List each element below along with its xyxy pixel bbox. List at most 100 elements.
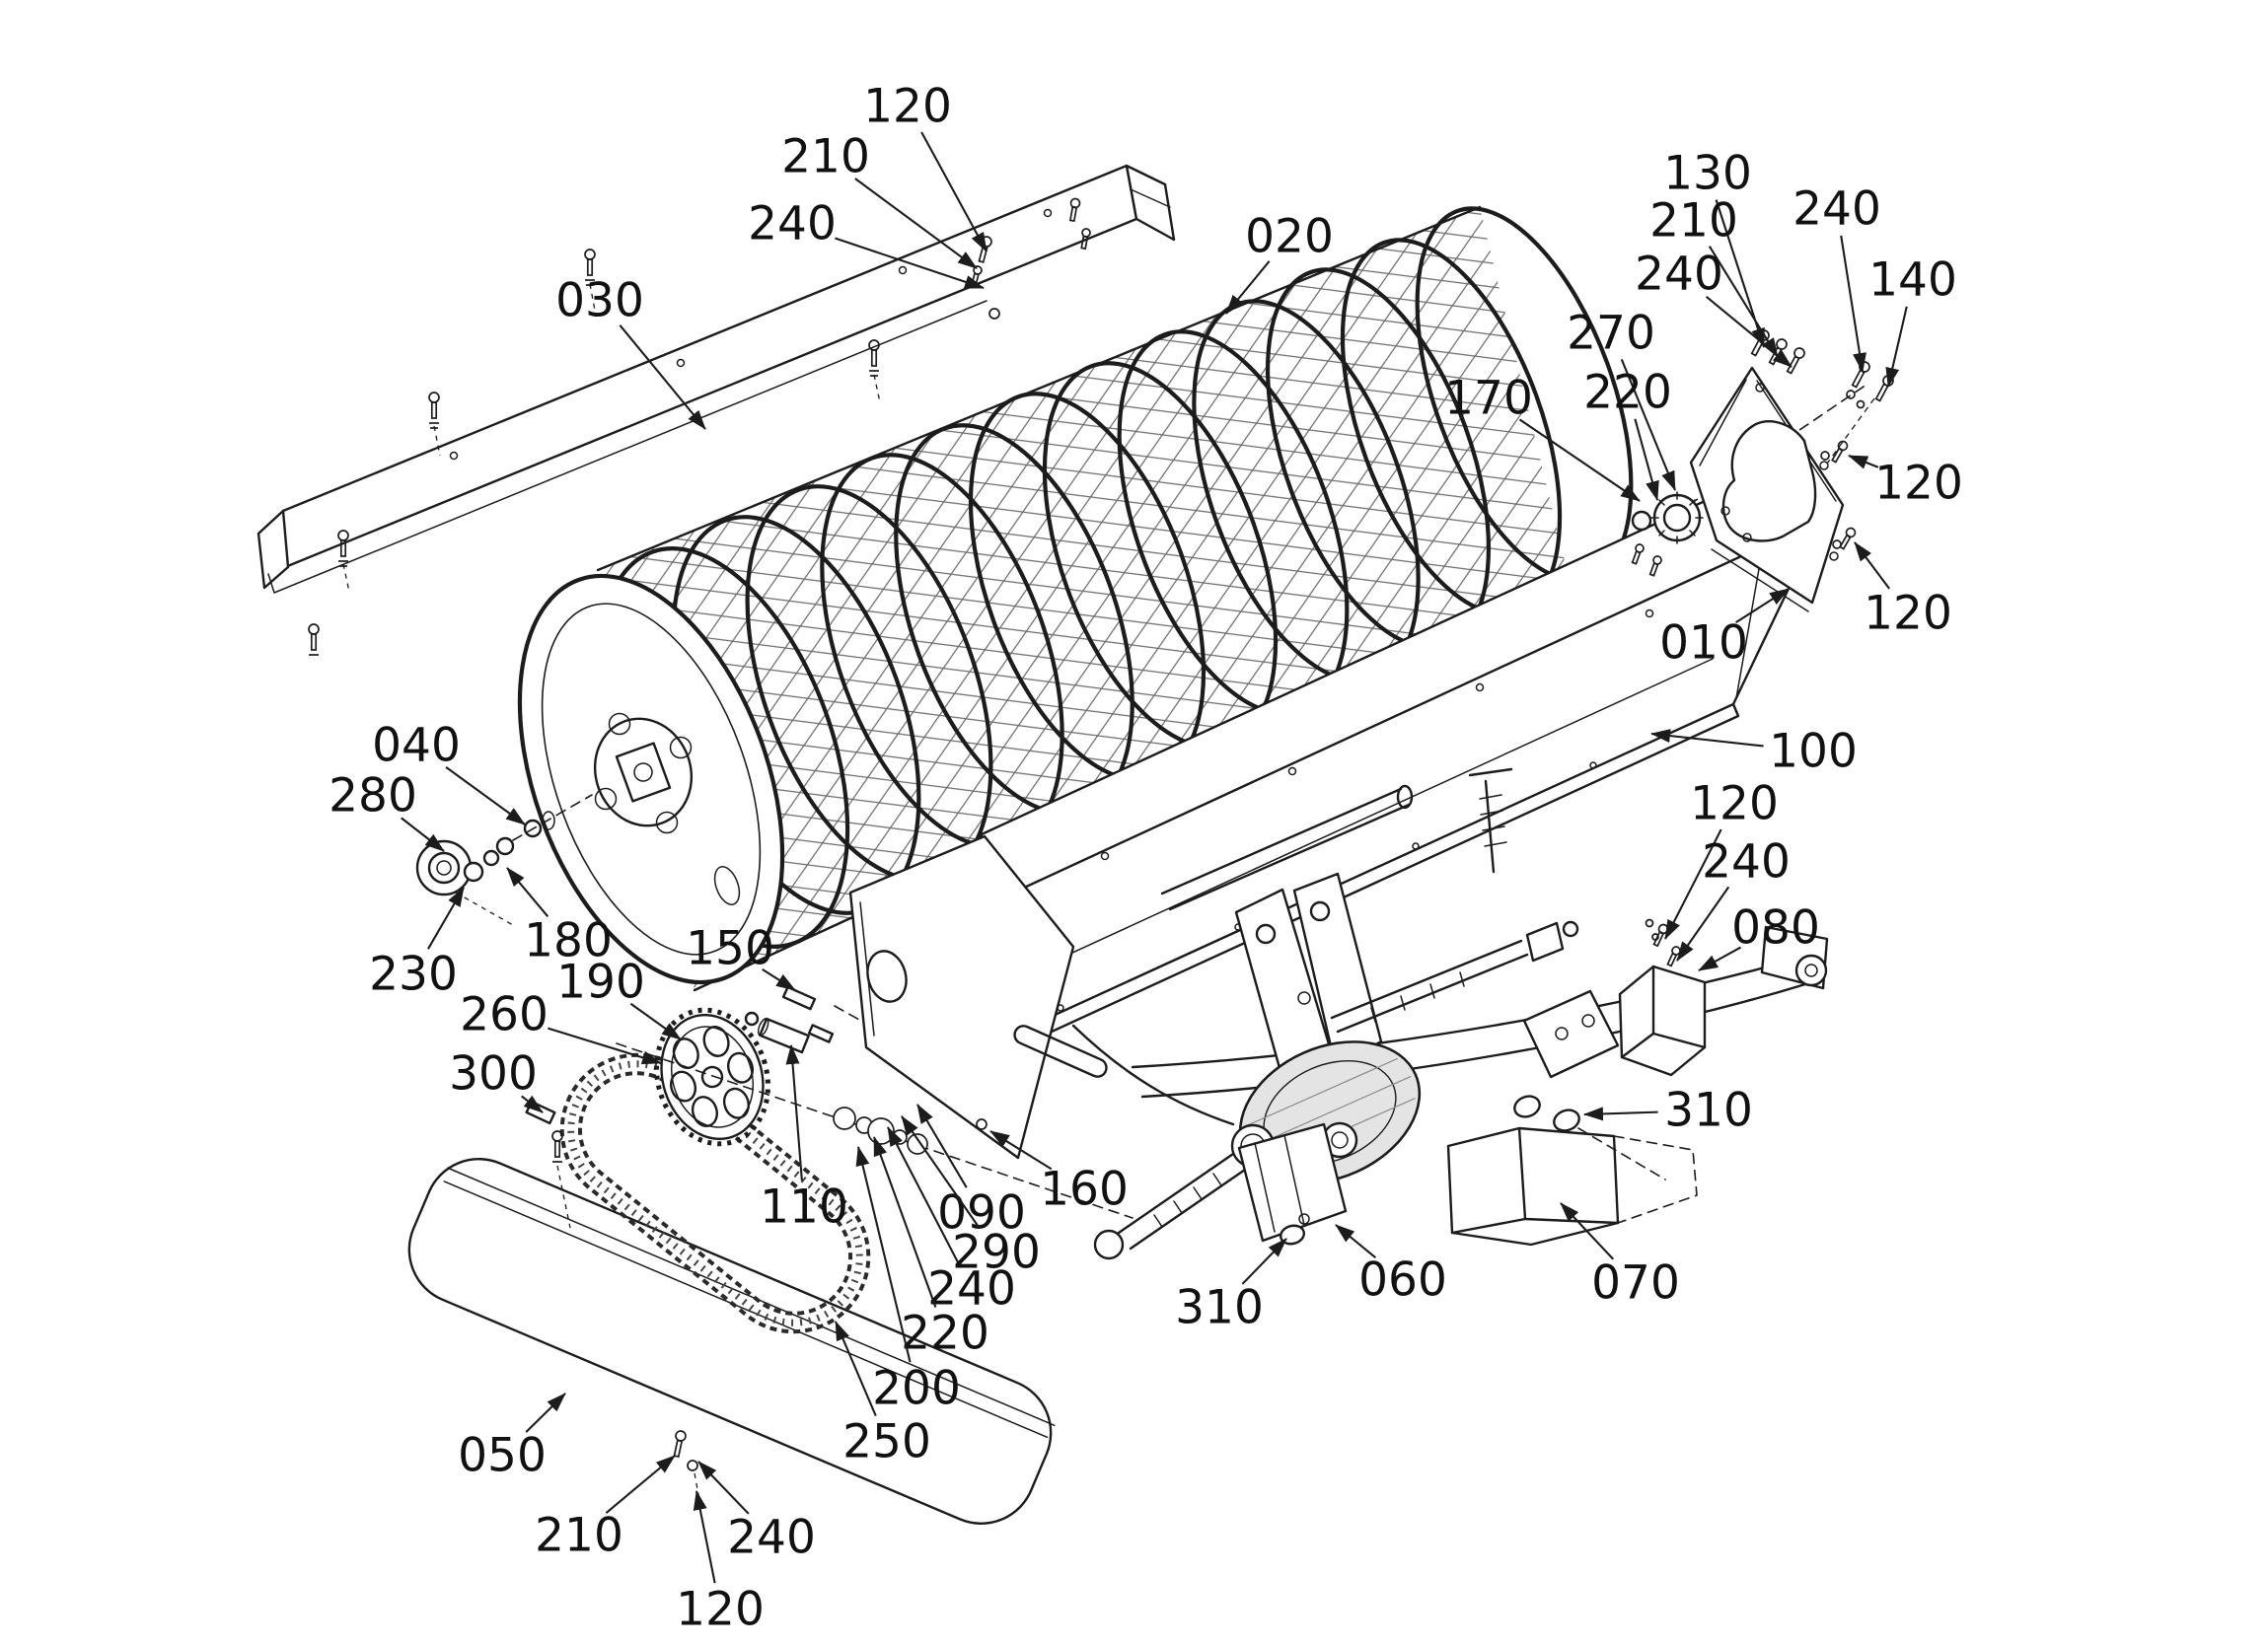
leader-120-right-b [1854,541,1890,590]
chain-guard [407,1158,1056,1525]
roller-drum [517,205,1634,992]
callout-280: 280 [329,769,417,823]
scraper-bar [256,164,1176,594]
sprocket [654,1007,770,1147]
leader-210-bottom [605,1455,676,1514]
leader-110 [785,1044,803,1181]
callout-120-right-a: 120 [1874,457,1963,511]
callout-020: 020 [1245,210,1334,264]
bracket-080 [1618,965,1707,1077]
leader-120-mid [1664,828,1722,940]
gearbox-assembly [1071,767,1829,1260]
leader-310-right [1583,1107,1658,1121]
callout-200: 200 [872,1362,961,1416]
callout-240-bottom-a: 240 [927,1262,1016,1317]
callout-240-right-a: 240 [1635,248,1723,302]
leader-250 [835,1321,877,1417]
bearing-280 [415,794,593,896]
leader-270 [1620,359,1676,491]
leader-030 [619,324,706,430]
callout-120-bottom: 120 [676,1583,765,1637]
leader-180 [506,867,549,917]
leader-020 [1225,260,1271,315]
callout-120-top: 120 [863,80,952,134]
callout-120-mid: 120 [1690,777,1779,831]
callout-050: 050 [458,1429,547,1483]
leader-010 [1735,588,1790,624]
leader-240-bottom-b [697,1461,750,1515]
callout-080: 080 [1731,901,1820,956]
callout-010: 010 [1659,616,1748,671]
leader-060 [1335,1224,1377,1259]
leader-200 [855,1146,912,1363]
leader-100 [1650,729,1764,748]
leader-230 [427,887,465,950]
bracket-070 [1446,1126,1698,1247]
leader-310-bottom [1241,1238,1287,1285]
leader-260 [548,1027,662,1065]
callout-230: 230 [369,948,458,1002]
drive-chain [559,1052,871,1334]
leader-240-top [835,237,985,289]
callout-300: 300 [449,1047,538,1102]
leader-290 [901,1115,981,1229]
leader-240-bottom-a [887,1126,960,1264]
leader-300 [521,1095,544,1113]
callout-220-right: 220 [1583,366,1672,420]
callout-030: 030 [555,274,644,328]
plug-fasteners-310 [1279,1095,1666,1246]
side-plate-right [1689,366,1845,612]
callout-120-right-b: 120 [1864,587,1952,641]
callout-270: 270 [1567,307,1655,361]
leader-120-top [920,131,988,252]
leader-140 [1885,306,1908,388]
callout-160: 160 [1040,1163,1129,1217]
callout-100: 100 [1769,725,1858,779]
callout-220-bottom: 220 [901,1307,989,1361]
leader-280 [401,817,445,852]
callout-250: 250 [842,1415,931,1469]
leader-170 [1518,418,1641,502]
leader-090 [916,1104,968,1188]
leader-220-right [1634,418,1659,501]
leader-240-right-a [1705,295,1792,368]
callout-190: 190 [556,956,645,1010]
callout-210-right: 210 [1649,194,1738,249]
callout-130: 130 [1663,147,1752,201]
leader-120-right-a [1848,455,1879,469]
callout-260: 260 [460,988,549,1042]
callout-180: 180 [524,914,613,968]
callout-140: 140 [1868,253,1957,308]
callout-240-bottom-b: 240 [727,1511,816,1565]
callout-290: 290 [952,1226,1041,1280]
callout-040: 040 [372,719,461,773]
callout-170: 170 [1444,372,1533,426]
callout-060: 060 [1358,1253,1447,1308]
leader-220-bottom [873,1136,937,1308]
leader-210-right [1708,246,1779,358]
leader-160 [989,1130,1053,1171]
leader-050 [525,1393,566,1433]
callout-310-bottom: 310 [1175,1281,1264,1335]
leader-040 [445,766,526,825]
callout-240-right-b: 240 [1792,182,1881,237]
callout-240-top: 240 [748,197,837,251]
shield-060 [1237,1122,1348,1243]
callout-210-top: 210 [781,130,870,184]
leader-210-top [854,178,978,269]
callout-210-bottom: 210 [535,1509,623,1563]
leader-190 [629,1002,682,1040]
callout-240-mid: 240 [1702,835,1791,890]
leader-240-mid [1676,886,1730,962]
callout-310-right: 310 [1664,1084,1753,1138]
leader-080 [1698,946,1742,971]
callout-150: 150 [686,922,774,976]
callout-110: 110 [760,1181,848,1235]
callouts-layer: 1202102400300201302102402401402702201701… [329,80,1963,1637]
leader-070 [1560,1202,1615,1260]
leader-150 [762,967,796,991]
leader-120-bottom [693,1490,716,1584]
callout-090: 090 [937,1186,1026,1241]
